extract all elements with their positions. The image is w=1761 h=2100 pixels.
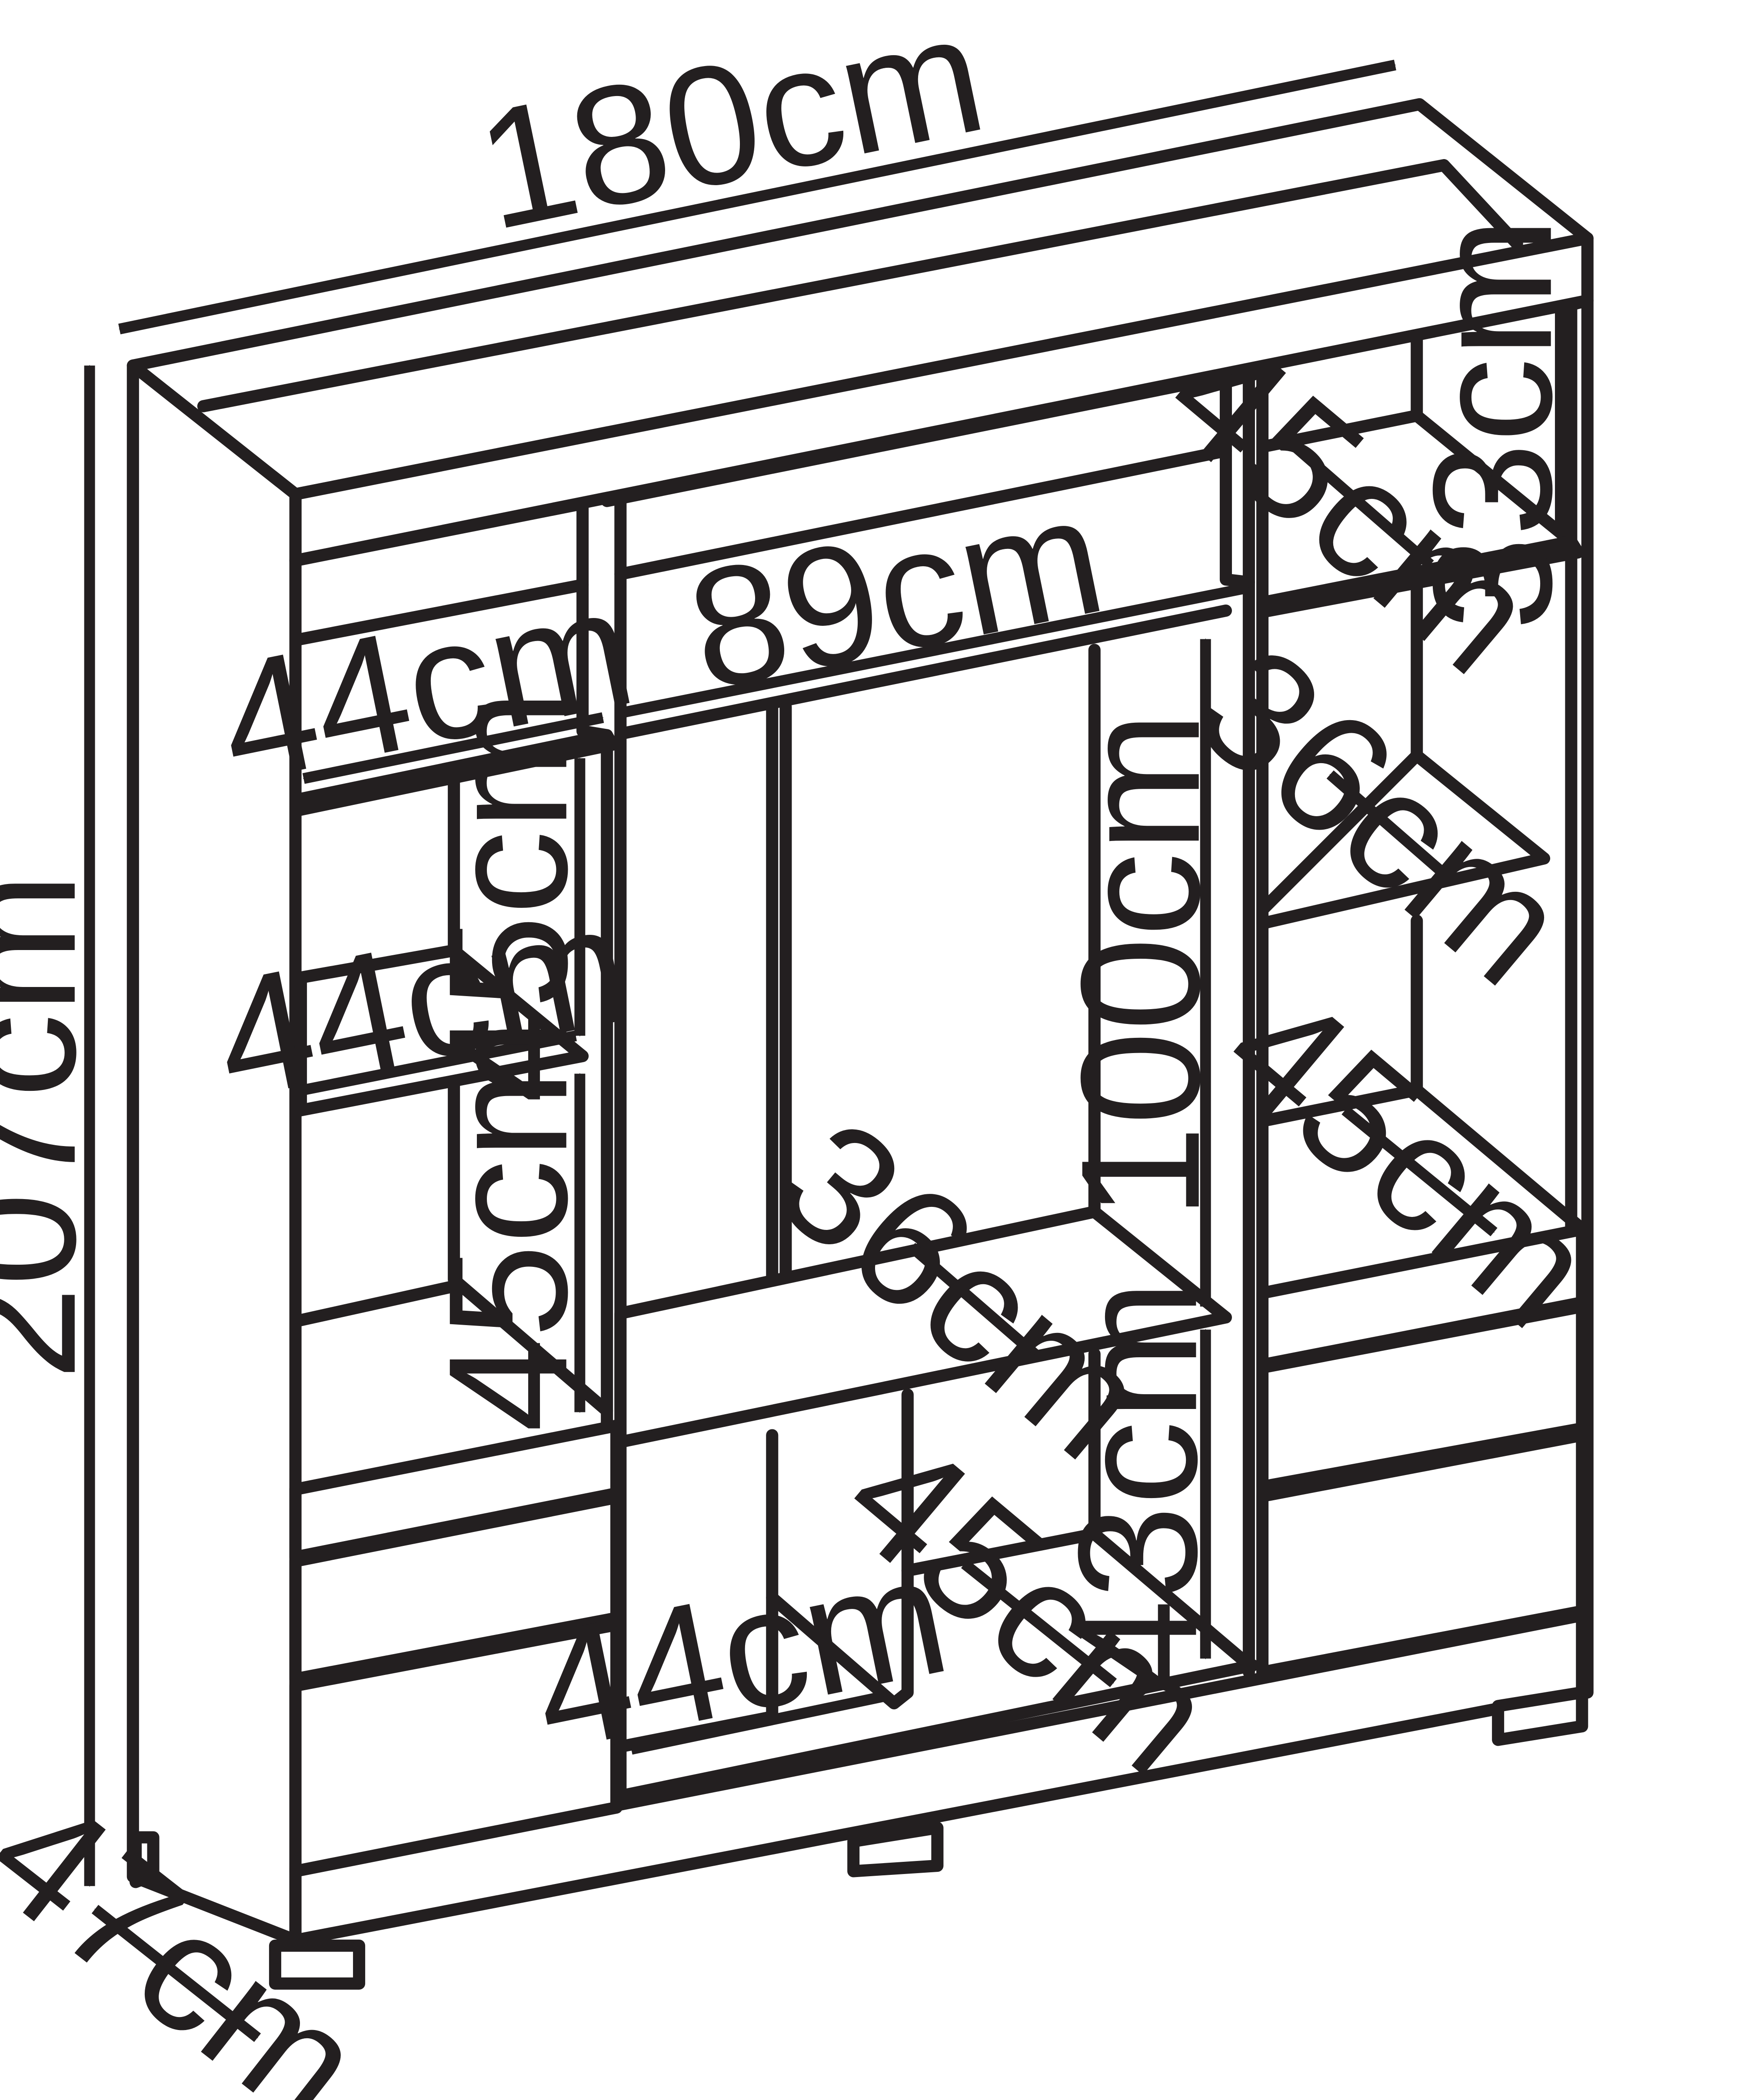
- dimension-lines: [84, 60, 1566, 2042]
- label-center-lower-height: 43cm: [1042, 1280, 1232, 1694]
- left-drawer-3: [289, 1618, 623, 1877]
- right-drawer-3: [1256, 1429, 1588, 1678]
- wardrobe-body: [126, 98, 1594, 1990]
- label-height: 207cm: [0, 873, 111, 1381]
- label-left-upper-height: 45cm: [413, 689, 603, 1103]
- right-column: [1256, 332, 1588, 1678]
- label-left-lower-height: 45cm: [413, 1018, 603, 1432]
- right-drawer-2: [1256, 1300, 1588, 1493]
- feet: [130, 1686, 1588, 1990]
- width-dimension-line: [118, 60, 1396, 335]
- left-side-panel: [126, 359, 302, 1947]
- right-upper-shelf: [1256, 535, 1584, 618]
- label-top-right-niche-height: 33cm: [1398, 217, 1587, 631]
- label-center-hanging-height: 100cm: [1045, 711, 1235, 1219]
- depth-dimension-line: [91, 1904, 261, 2042]
- label-center-rod-width: 89cm: [674, 459, 1118, 727]
